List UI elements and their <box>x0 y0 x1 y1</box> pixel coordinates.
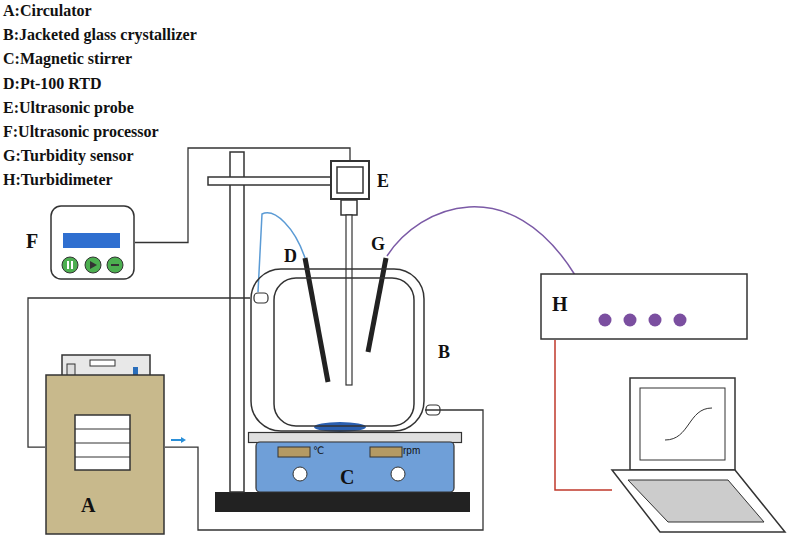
stand-arm <box>208 177 332 185</box>
jacketed-crystallizer-shape <box>250 268 425 432</box>
component-letter: E <box>377 172 389 192</box>
turbidimeter-shape <box>540 273 748 340</box>
rtd-wire <box>258 213 305 292</box>
component-letter: A <box>81 494 95 516</box>
legend-entry: D:Pt-100 RTD <box>3 75 102 93</box>
component-letter: F <box>26 230 38 252</box>
stand-rod <box>230 152 244 492</box>
ultrasonic-processor-shape <box>50 205 135 280</box>
component-letter: C <box>340 466 354 488</box>
component-letter: H <box>552 293 568 315</box>
flow-arrow <box>171 439 181 441</box>
stand-base <box>215 492 470 512</box>
part-label: D <box>284 247 297 267</box>
legend-entry: G:Turbidity sensor <box>3 147 134 165</box>
turbidity-rod <box>368 258 386 352</box>
rtd-rod <box>305 258 328 382</box>
magnetic-stirrer-shape <box>248 432 462 492</box>
legend-entry: E:Ultrasonic probe <box>3 99 134 117</box>
circulator: A <box>45 352 165 535</box>
legend-entry: A:Circulator <box>3 2 92 20</box>
laptop-keyboard <box>612 470 785 532</box>
laptop-screen <box>630 378 735 470</box>
data-cable <box>555 340 612 490</box>
legend-entry: F:Ultrasonic processor <box>3 123 159 141</box>
ultrasonic-probe-shape <box>330 160 370 200</box>
flow-arrow-head <box>181 437 186 443</box>
component-letter: B <box>438 343 450 363</box>
jacketed-crystallizer: B <box>250 268 425 432</box>
laptop-keys <box>628 480 764 522</box>
laptop-display <box>640 388 725 460</box>
probe-neck <box>341 200 357 215</box>
ultrasonic-processor: F <box>50 205 135 280</box>
jacket-inlet <box>254 293 268 303</box>
sensor-wire <box>387 207 575 275</box>
probe-rod <box>346 215 352 385</box>
legend-entry: C:Magnetic stirrer <box>3 50 132 68</box>
part-label: rpm <box>403 445 420 456</box>
turbidity-curve <box>665 408 712 440</box>
coolant-tube <box>165 410 483 530</box>
legend-entry: H:Turbidimeter <box>3 171 113 189</box>
magnetic-stirrer: C <box>248 432 462 492</box>
turbidimeter: H <box>540 273 748 340</box>
part-label: ℃ <box>313 445 324 456</box>
ultrasonic-probe: E <box>330 160 370 200</box>
part-label: G <box>371 235 385 255</box>
legend-entry: B:Jacketed glass crystallizer <box>3 26 197 44</box>
circulator-shape <box>45 352 165 535</box>
signal-cable <box>135 148 350 243</box>
